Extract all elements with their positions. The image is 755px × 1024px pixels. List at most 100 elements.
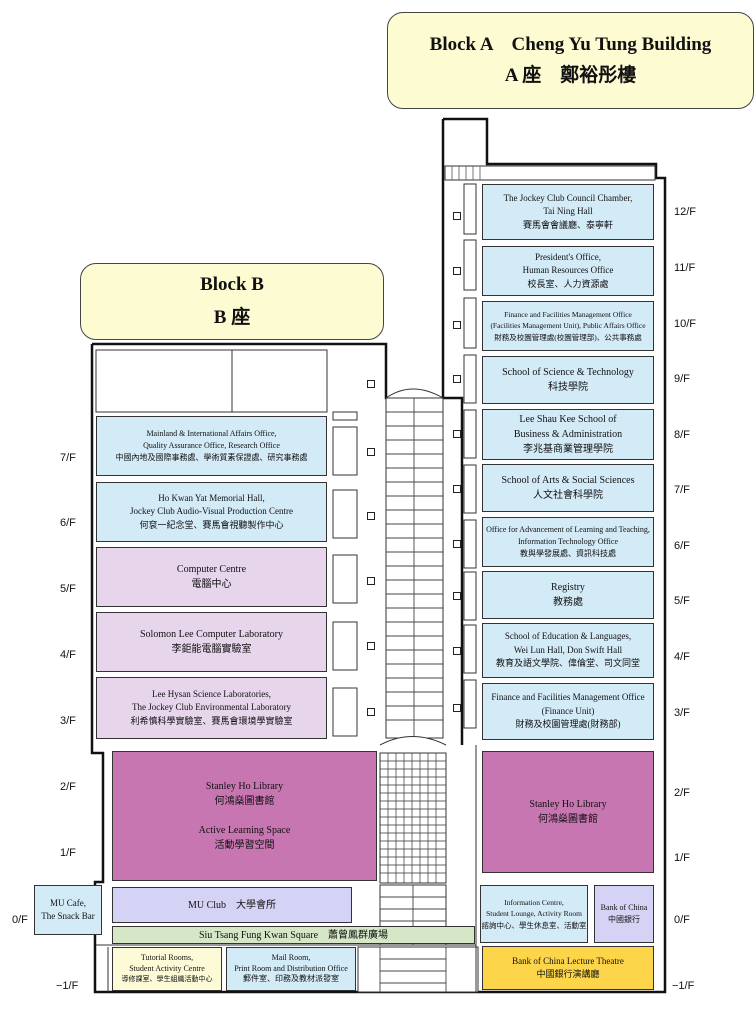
block-b-title: Block B B 座: [80, 263, 384, 340]
block-b-4f-room: Solomon Lee Computer Laboratory 李鉅能電腦實驗室: [96, 612, 327, 672]
room-label-en: Ho Kwan Yat Memorial Hall,: [158, 492, 265, 503]
room-label-en: Finance and Facilities Management Office: [504, 310, 632, 320]
level-label-0f-left: 0/F: [12, 914, 28, 926]
room-label-en: Human Resources Office: [522, 265, 614, 276]
block-a-5f-room: Registry 教務處: [482, 571, 654, 619]
block-b-roof-room: [95, 349, 328, 413]
room-label-en: Bank of China: [600, 903, 648, 912]
atrium-grid: [385, 397, 444, 739]
room-label-zh: 活動學習空間: [214, 840, 275, 851]
room-label-en: School of Science & Technology: [502, 367, 634, 378]
level-label-5f-right: 5/F: [674, 595, 690, 607]
room-label-en: Tutorial Rooms,: [140, 953, 194, 963]
room-label-en: Lee Hysan Science Laboratories,: [152, 688, 271, 699]
room-label-zh: 賽馬會會議廳、泰寧軒: [522, 219, 613, 230]
room-label-en: Registry: [551, 582, 585, 593]
room-label-zh: 校長室、人力資源處: [527, 278, 609, 289]
atrium-dome: [385, 388, 444, 399]
tutorial-rooms: Tutorial Rooms, Student Activity Centre …: [112, 947, 222, 991]
level-label-4f-left: 4/F: [60, 649, 76, 661]
level-label-7f-left: 7/F: [60, 452, 76, 464]
level-label-12f-right: 12/F: [674, 206, 697, 218]
block-b-3f-room: Lee Hysan Science Laboratories, The Jock…: [96, 677, 327, 739]
marker-square: [453, 647, 461, 655]
block-b-5f-room: Computer Centre 電腦中心: [96, 547, 327, 607]
room-label-en: (Facilities Management Unit), Public Aff…: [490, 321, 646, 331]
room-label-en: Student Lounge, Activity Room: [486, 909, 582, 919]
level-label-1f-right: 1/F: [674, 852, 690, 864]
level-label-6f-right: 6/F: [674, 540, 690, 552]
room-label-en: Computer Centre: [176, 564, 247, 575]
room-label-en: Active Learning Space: [198, 825, 291, 836]
block-a-8f-room: Lee Shau Kee School of Business & Admini…: [482, 409, 654, 460]
block-a-3f-room: Finance and Facilities Management Office…: [482, 683, 654, 740]
block-b-6f-room: Ho Kwan Yat Memorial Hall, Jockey Club A…: [96, 482, 327, 542]
block-a-lecture-theatre: Bank of China Lecture Theatre 中國銀行演講廳: [482, 946, 654, 990]
marker-square: [453, 704, 461, 712]
room-label-zh: 李鉅能電腦實驗室: [171, 644, 252, 655]
block-b-7f-room: Mainland & International Affairs Office,…: [96, 416, 327, 476]
block-a-info-centre: Information Centre, Student Lounge, Acti…: [480, 885, 588, 943]
block-a-6f-room: Office for Advancement of Learning and T…: [482, 517, 654, 567]
marker-square: [367, 380, 375, 388]
room-label-en: Information Technology Office: [517, 537, 618, 546]
room-label-zh: 中國內地及國際事務處、學術質素保證處、研究事務處: [115, 453, 308, 462]
marker-square: [453, 375, 461, 383]
room-label-en: The Jockey Club Environmental Laboratory: [132, 702, 291, 713]
room-label: Siu Tsang Fung Kwan Square 蕭曾鳳群廣場: [198, 929, 389, 941]
level-label-5f-left: 5/F: [60, 583, 76, 595]
level-label-11f-right: 11/F: [674, 262, 696, 274]
marker-square: [367, 448, 375, 456]
mu-club: MU Club 大學會所: [112, 887, 352, 923]
marker-square: [453, 212, 461, 220]
room-label-zh: 中國銀行演講廳: [536, 969, 600, 979]
basement-atrium: [357, 946, 479, 993]
level-label-3f-left: 3/F: [60, 715, 76, 727]
room-label-en: Mail Room,: [271, 952, 311, 962]
room-label-zh: 教育及語文學院、偉倫堂、司文同堂: [495, 658, 640, 669]
room-label-en: President's Office,: [535, 251, 601, 262]
room-label-en: School of Arts & Social Sciences: [501, 475, 635, 486]
level-label-2f-left: 2/F: [60, 781, 76, 793]
block-a-left-wall: [441, 119, 464, 745]
room-label-en: Print Room and Distribution Office: [234, 963, 348, 973]
room-label-zh: 財務及校園管理處(財務部): [515, 719, 621, 730]
block-a-library: Stanley Ho Library 何鴻燊圖書館: [482, 751, 654, 873]
room-label-zh: 何袞一紀念堂、賽馬會視聽製作中心: [139, 519, 284, 530]
room-label-en: (Finance Unit): [541, 705, 595, 716]
room-label-en: Jockey Club Audio-Visual Production Cent…: [130, 506, 293, 517]
marker-square: [367, 577, 375, 585]
block-a-outline: [377, 117, 667, 994]
level-label-m1f-right: −1/F: [672, 980, 695, 992]
room-label-zh: 諮詢中心、學生休息室、活動室: [481, 920, 587, 930]
marker-square: [453, 430, 461, 438]
block-a-title-zh: A 座 鄭裕彤樓: [504, 65, 637, 86]
level-label-1f-left: 1/F: [60, 847, 76, 859]
room-label-en: Office for Advancement of Learning and T…: [486, 525, 650, 534]
room-label-en: Quality Assurance Office, Research Offic…: [143, 441, 280, 450]
room-label-zh: 利希慎科學實驗室、賽馬會環境學實驗室: [130, 715, 293, 726]
level-label-8f-right: 8/F: [674, 429, 690, 441]
level-label-9f-right: 9/F: [674, 373, 690, 385]
level-label-10f-right: 10/F: [674, 318, 697, 330]
room-label-en: Stanley Ho Library: [205, 781, 284, 792]
room-label-en: MU Cafe,: [50, 897, 86, 908]
room-label-en: Finance and Facilities Management Office: [491, 692, 645, 703]
level-label-7f-right: 7/F: [674, 484, 690, 496]
marker-square: [453, 540, 461, 548]
room-label-zh: 郵件室、印務及教材派發室: [243, 974, 339, 984]
room-label-en: Business & Administration: [513, 429, 623, 440]
room-label-zh: 人文社會科學院: [533, 490, 603, 501]
room-label-en: Tai Ning Hall: [543, 206, 593, 217]
room-label-zh: 導修課室、學生組織活動中心: [121, 975, 213, 984]
room-label-zh: 李兆基商業管理學院: [523, 444, 613, 455]
lower-atrium-dome: [379, 736, 447, 746]
room-label-en: Stanley Ho Library: [529, 799, 607, 810]
room-label-en: Student Activity Centre: [129, 964, 205, 974]
mu-cafe: MU Cafe, The Snack Bar: [34, 885, 102, 935]
level-label-6f-left: 6/F: [60, 517, 76, 529]
room-label-zh: 何鴻燊圖書館: [214, 796, 275, 807]
room-label-en: Information Centre,: [504, 898, 564, 908]
room-label-en: The Jockey Club Council Chamber,: [503, 192, 633, 203]
room-label-en: School of Education & Languages,: [504, 631, 632, 642]
